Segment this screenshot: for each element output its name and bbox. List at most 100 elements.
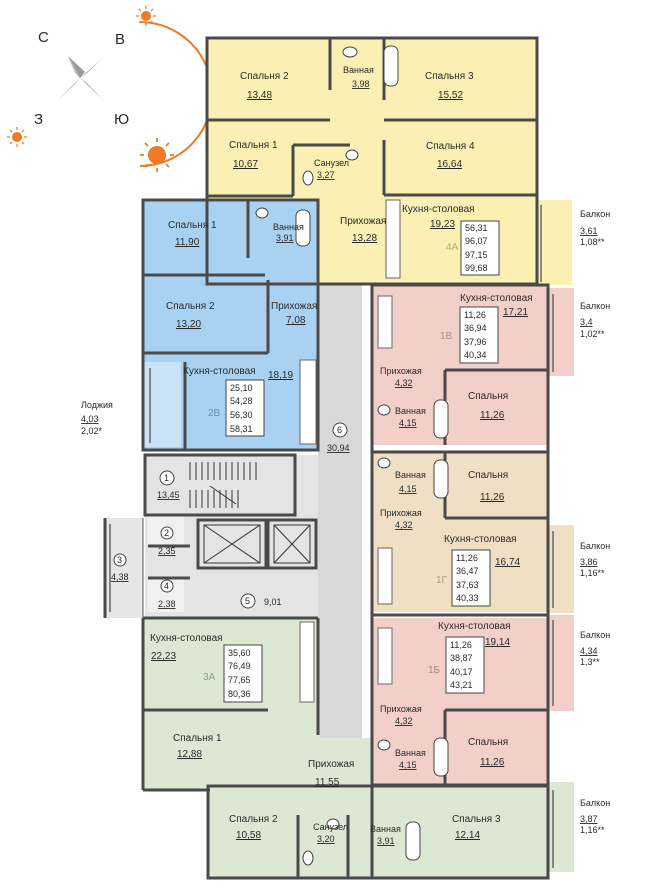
- area-table-value: 80,36: [228, 689, 251, 699]
- room-area: 4,15: [399, 484, 417, 494]
- common-number: 4: [164, 581, 169, 591]
- apt-1b: Кухня-столовая 19,14 1Б 11,26 38,87 40,1…: [380, 621, 610, 770]
- apt-1g: Ванная 4,15 Спальня 11,26 Прихожая 4,32 …: [380, 470, 610, 607]
- corridor-fill: [318, 285, 362, 745]
- common-marker-2: [160, 526, 174, 540]
- balcony-label: Балкон: [580, 209, 610, 219]
- area-table-value: 36,94: [464, 323, 487, 333]
- room-area: 3,20: [317, 834, 335, 844]
- common-marker-4: [160, 579, 174, 593]
- common-number: 1: [164, 473, 169, 483]
- room-area: 3,98: [352, 79, 370, 89]
- common-area: 2,38: [158, 599, 176, 609]
- room-area: 15,52: [438, 90, 463, 101]
- lift-shafts: [203, 524, 311, 564]
- room-area: 11,26: [480, 757, 505, 768]
- room-label: Спальня 1: [168, 220, 217, 231]
- room-area: 3,91: [276, 233, 294, 243]
- compass-east-label: В: [115, 31, 125, 48]
- balcony-coefficient: 1,16**: [580, 825, 605, 835]
- compass-rose-icon: [57, 56, 104, 101]
- common-area: 13,45: [157, 490, 180, 500]
- balcony-label: Балкон: [580, 630, 610, 640]
- sink-icons: [255, 46, 391, 830]
- room-area: 16,64: [437, 159, 462, 170]
- room-area: 4,32: [395, 378, 413, 388]
- balcony-area: 4,34: [580, 646, 598, 656]
- apt-4a: Спальня 2 13,48 Ванная 3,98 Спальня 3 15…: [229, 65, 610, 276]
- balcony-coefficient: 1,02**: [580, 329, 605, 339]
- room-area: 19,14: [485, 637, 510, 648]
- room-area: 10,67: [233, 159, 258, 170]
- apartment-area-table: 56,31 96,07 97,15 99,68: [460, 220, 500, 276]
- room-area: 13,28: [352, 233, 377, 244]
- area-table-value: 54,28: [230, 396, 253, 406]
- apt-3a: Кухня-столовая 22,23 3А 35,60 76,49 77,6…: [150, 633, 610, 846]
- room-label: Спальня 2: [166, 301, 215, 312]
- common-area: 9,01: [264, 597, 282, 607]
- common-number: 5: [245, 596, 250, 606]
- apartment-code: 1В: [440, 331, 453, 342]
- room-area: 12,14: [455, 830, 480, 841]
- area-table-value: 56,30: [230, 410, 253, 420]
- room-area: 11,26: [480, 492, 505, 503]
- room-label: Прихожая: [380, 508, 422, 518]
- apt-3a-hall-fill: [208, 738, 372, 790]
- area-table-value: 38,87: [450, 653, 473, 663]
- area-table-value: 96,07: [465, 236, 488, 246]
- room-area: 13,20: [176, 319, 201, 330]
- common-marker-1: [159, 470, 175, 486]
- loggia-label: Лоджия: [81, 400, 113, 410]
- room-area: 10,58: [236, 830, 261, 841]
- walls: [103, 36, 550, 880]
- common-number: 6: [337, 425, 342, 435]
- area-table-value: 25,10: [230, 383, 253, 393]
- common-areas: [113, 422, 348, 609]
- room-area: 12,88: [177, 749, 202, 760]
- area-table-value: 56,31: [465, 223, 488, 233]
- room-label: Санузел: [313, 822, 348, 832]
- sun-path-arc: [139, 21, 213, 167]
- balcony-label: Балкон: [580, 798, 610, 808]
- area-table-value: 40,34: [464, 350, 487, 360]
- room-label: Прихожая: [380, 704, 422, 714]
- room-label: Ванная: [343, 65, 374, 75]
- area-table-value: 76,49: [228, 661, 251, 671]
- balcony-label: Балкон: [580, 301, 610, 311]
- apartment-area-table: 11,26 36,47 37,63 40,33: [451, 549, 491, 607]
- balcony-coefficient: 1,08**: [580, 237, 605, 247]
- room-area: 4,15: [399, 418, 417, 428]
- apt-1v-balcony-fill: [548, 288, 574, 376]
- area-table-value: 58,31: [230, 424, 253, 434]
- room-area: 17,21: [503, 307, 528, 318]
- sun-icon-left: [7, 127, 27, 147]
- loggia-area: 4,03: [81, 414, 99, 424]
- balcony-area: 3,86: [580, 557, 598, 567]
- common-marker-3: [113, 553, 127, 567]
- apt-3a-bottom-fill: [208, 786, 548, 878]
- room-area: 19,23: [430, 219, 455, 230]
- area-table-value: 97,15: [465, 250, 488, 260]
- compass-south-label: Ю: [114, 111, 129, 128]
- common-area-labels: 1 13,45 2 2,35 3 4,38 4 2,38 5 9,01 6 30…: [111, 425, 350, 609]
- apt-1v: Кухня-столовая 17,21 1В 11,26 36,94 37,9…: [380, 293, 610, 428]
- room-label: Кухня-столовая: [402, 204, 475, 215]
- sun-icon-top: [136, 6, 156, 26]
- area-table-value: 36,47: [456, 566, 479, 576]
- apt-1b-balcony-fill: [548, 615, 574, 711]
- apartment-code: 3А: [203, 672, 216, 683]
- area-table-value: 40,33: [456, 593, 479, 603]
- room-label: Спальня 1: [173, 733, 222, 744]
- balcony-area: 3,87: [580, 814, 598, 824]
- apt-1g-balcony-fill: [548, 525, 574, 613]
- area-table-value: 11,26: [464, 310, 486, 320]
- room-label: Спальня: [468, 391, 508, 402]
- stair-treads: [189, 462, 257, 508]
- sun-icon-main: [140, 138, 174, 172]
- apartment-area-table: 35,60 76,49 77,65 80,36: [223, 644, 263, 703]
- kitchen-counters: [299, 199, 401, 703]
- room-area: 4,32: [395, 716, 413, 726]
- room-area: 4,32: [395, 520, 413, 530]
- area-table-value: 43,21: [450, 680, 473, 690]
- compass-north-label: С: [38, 29, 49, 46]
